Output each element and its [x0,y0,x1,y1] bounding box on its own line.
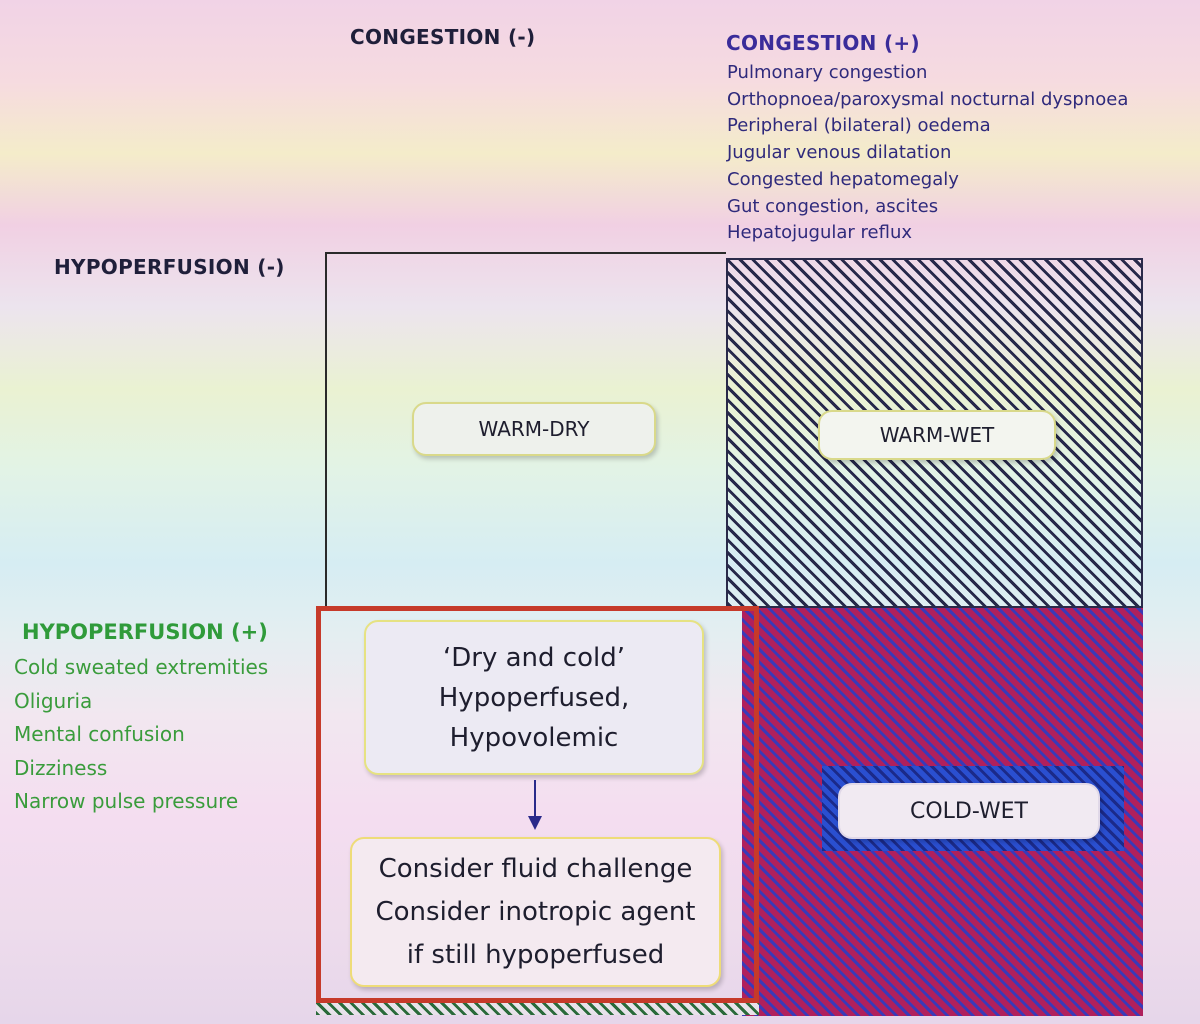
congestion-signs-list: Pulmonary congestion Orthopnoea/paroxysm… [727,60,1128,247]
hypoperfusion-negative-header: HYPOPERFUSION (-) [54,255,285,279]
list-item: Mental confusion [14,722,185,747]
list-item: Narrow pulse pressure [14,789,239,814]
list-item: Orthopnoea/paroxysmal nocturnal dyspnoea [727,88,1129,110]
congestion-positive-header: CONGESTION (+) [726,31,920,55]
list-item: Congested hepatomegaly [727,168,959,190]
list-item: Peripheral (bilateral) oedema [727,115,991,137]
hypoperfusion-signs-list: Cold sweated extremities Oliguria Mental… [14,651,268,819]
list-item: Gut congestion, ascites [727,195,939,217]
warm-dry-quadrant [325,252,726,608]
down-arrow-icon [528,780,542,830]
warm-wet-label: WARM-WET [818,410,1056,460]
list-item: Cold sweated extremities [14,655,269,679]
warm-dry-label: WARM-DRY [412,402,656,456]
hypoperfusion-positive-header: HYPOPERFUSION (+) [22,620,268,644]
list-item: Hepatojugular reflux [727,222,913,244]
management-box: Consider fluid challenge Consider inotro… [350,837,721,987]
management-line: Consider fluid challenge [378,853,693,884]
cold-dry-hatched-edge [316,1003,759,1015]
management-line: Consider inotropic agent [375,896,696,927]
dry-and-cold-line: ‘Dry and cold’ [443,642,625,673]
list-item: Dizziness [14,755,108,780]
cold-dry-quadrant [316,606,759,1003]
dry-and-cold-line: Hypoperfused, [438,682,630,713]
management-line: if still hypoperfused [406,939,665,970]
list-item: Oliguria [14,688,93,713]
congestion-negative-header: CONGESTION (-) [350,25,536,49]
list-item: Jugular venous dilatation [727,142,952,164]
dry-and-cold-box: ‘Dry and cold’ Hypoperfused, Hypovolemic [364,620,704,775]
dry-and-cold-line: Hypovolemic [449,722,619,753]
list-item: Pulmonary congestion [727,62,928,83]
cold-wet-label: COLD-WET [838,783,1100,839]
